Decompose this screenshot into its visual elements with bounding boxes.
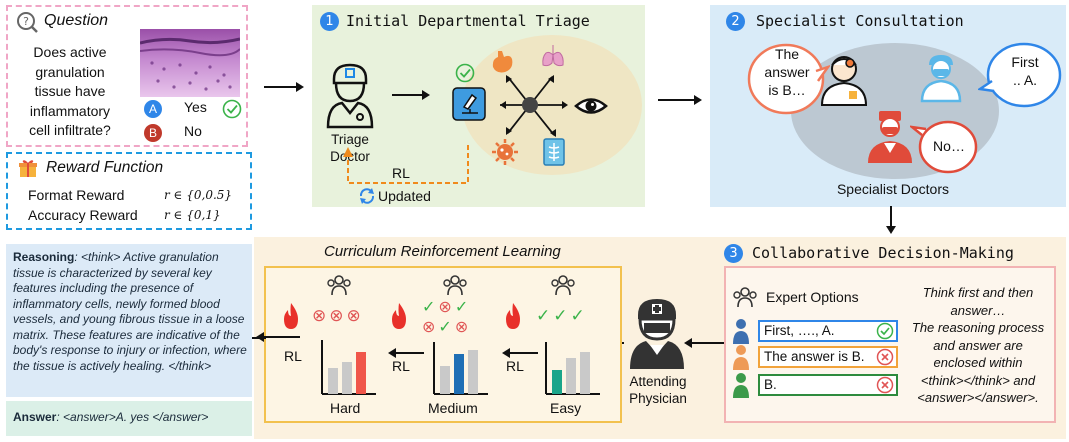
easy-flame-icon bbox=[506, 303, 520, 329]
specialist-doctor-3-icon bbox=[868, 111, 912, 163]
bubble-right-text: First .. A. bbox=[1011, 54, 1039, 88]
expert-option-1: First, …., A. bbox=[758, 320, 898, 342]
option-a-text: Yes bbox=[184, 99, 207, 115]
question-panel: ? Question Does active granulation tissu… bbox=[6, 5, 248, 147]
speech-bubble-left bbox=[747, 43, 830, 115]
reasoning-panel: Reasoning: <think> Active granulation ti… bbox=[6, 244, 252, 397]
triage-panel: 1 Initial Departmental Triage Triage Doc… bbox=[312, 5, 645, 207]
hard-label: Hard bbox=[330, 400, 361, 416]
gift-icon bbox=[19, 160, 37, 177]
arrow-to-collab bbox=[886, 206, 896, 234]
attending-physician-icon bbox=[630, 299, 684, 369]
lungs-icon bbox=[542, 45, 564, 67]
decision-box: Expert Options First, …., A. The answer … bbox=[724, 266, 1056, 423]
easy-bar-chart bbox=[545, 342, 600, 395]
hard-marks: ⊗⊗⊗ bbox=[312, 306, 364, 325]
medium-group-icon bbox=[443, 275, 467, 296]
question-text: Does active granulation tissue have infl… bbox=[29, 44, 111, 138]
expert-options-label: Expert Options bbox=[766, 289, 859, 305]
reward-panel: Reward Function Format Reward r ∈ {0,0.5… bbox=[6, 152, 252, 230]
expert-group-icon bbox=[733, 287, 757, 308]
option-b-badge: B bbox=[144, 124, 162, 142]
reward-title: Reward Function bbox=[46, 159, 164, 176]
expert-figure-1-icon bbox=[733, 319, 749, 344]
pathology-microscope-icon bbox=[452, 87, 486, 121]
specialist-caption: Specialist Doctors bbox=[836, 181, 950, 197]
expert-figure-2-icon bbox=[733, 345, 749, 370]
question-magnifier-icon: ? bbox=[17, 12, 38, 33]
arrow-doctor-to-department bbox=[392, 90, 430, 100]
bubble-left-text: The answer is B… bbox=[764, 46, 810, 98]
triage-doctor-icon bbox=[326, 63, 374, 129]
rl-label-easy-medium: RL bbox=[506, 358, 524, 374]
triage-title: Initial Departmental Triage bbox=[346, 12, 590, 30]
rl-label-output: RL bbox=[284, 348, 302, 364]
answer-text: Answer: <answer>A. yes </answer> bbox=[13, 410, 209, 424]
triage-rl-label: RL bbox=[392, 165, 410, 181]
rl-arrow-medium-to-hard bbox=[388, 348, 424, 358]
accuracy-reward-label: Accuracy Reward bbox=[28, 207, 138, 223]
hard-flame-icon bbox=[284, 303, 298, 329]
attending-physician-label: Attending Physician bbox=[629, 374, 687, 406]
correct-check-icon bbox=[222, 99, 242, 119]
virus-icon bbox=[492, 139, 518, 165]
svg-text:?: ? bbox=[23, 15, 29, 28]
specialist-doctor-1-icon bbox=[820, 56, 868, 106]
question-title: Question bbox=[44, 12, 109, 29]
expert-option-3: B. bbox=[758, 374, 898, 396]
triage-check-icon bbox=[455, 63, 475, 83]
medium-bar-chart bbox=[433, 342, 488, 395]
speech-bubble-right bbox=[978, 42, 1062, 108]
reasoning-text: Reasoning: <think> Active granulation ti… bbox=[13, 250, 247, 373]
option-2-cross-icon bbox=[876, 348, 894, 366]
option-b-text: No bbox=[184, 123, 202, 139]
histology-image bbox=[140, 29, 240, 97]
rl-feedback-arrow bbox=[343, 145, 469, 184]
arrow-to-specialist bbox=[658, 95, 702, 105]
medium-label: Medium bbox=[428, 400, 478, 416]
easy-label: Easy bbox=[550, 400, 582, 416]
arrow-to-physician bbox=[684, 338, 724, 348]
arrow-spacer bbox=[256, 326, 266, 327]
specialist-panel: 2 Specialist Consultation The answer is … bbox=[710, 5, 1066, 207]
eye-icon bbox=[574, 98, 608, 114]
specialist-doctor-2-icon bbox=[920, 55, 962, 103]
instruction-text: Think first and then answer… The reasoni… bbox=[911, 285, 1045, 405]
medium-marks: ✓⊗✓ ⊗✓⊗ bbox=[422, 299, 472, 336]
speech-bubble-bottom bbox=[910, 120, 978, 174]
xray-icon bbox=[543, 138, 565, 166]
easy-marks: ✓✓✓ bbox=[536, 306, 588, 325]
collab-number-badge: 3 bbox=[724, 244, 743, 263]
format-reward-formula: r ∈ {0,0.5} bbox=[164, 188, 233, 202]
option-1-check-icon bbox=[876, 322, 894, 340]
format-reward-label: Format Reward bbox=[28, 187, 125, 203]
curriculum-box: ⊗⊗⊗ Hard ✓⊗✓ ⊗✓⊗ Medium ✓✓✓ bbox=[264, 266, 622, 423]
option-3-cross-icon bbox=[876, 376, 894, 394]
triage-updated-label: Updated bbox=[378, 188, 431, 204]
hard-bar-chart bbox=[321, 340, 376, 395]
rl-label-medium-hard: RL bbox=[392, 358, 410, 374]
specialist-number-badge: 2 bbox=[726, 12, 745, 31]
expert-option-2: The answer is B. bbox=[758, 346, 898, 368]
collab-title: Collaborative Decision-Making bbox=[752, 244, 1014, 262]
hard-group-icon bbox=[327, 275, 351, 296]
curriculum-title: Curriculum Reinforcement Learning bbox=[324, 243, 561, 260]
rl-arrow-hard-to-output bbox=[256, 332, 300, 342]
option-a-badge: A bbox=[144, 100, 162, 118]
expert-figure-3-icon bbox=[733, 373, 749, 398]
arrow-to-triage bbox=[264, 82, 304, 92]
easy-group-icon bbox=[551, 275, 575, 296]
refresh-icon bbox=[359, 188, 375, 204]
triage-number-badge: 1 bbox=[320, 12, 339, 31]
answer-panel: Answer: <answer>A. yes </answer> bbox=[6, 401, 252, 436]
bubble-bottom-text: No… bbox=[933, 138, 965, 154]
specialist-title: Specialist Consultation bbox=[756, 12, 964, 30]
medium-flame-icon bbox=[392, 303, 406, 329]
stomach-icon bbox=[492, 51, 513, 73]
accuracy-reward-formula: r ∈ {0,1} bbox=[164, 208, 221, 222]
rl-arrow-easy-to-medium bbox=[502, 348, 538, 358]
